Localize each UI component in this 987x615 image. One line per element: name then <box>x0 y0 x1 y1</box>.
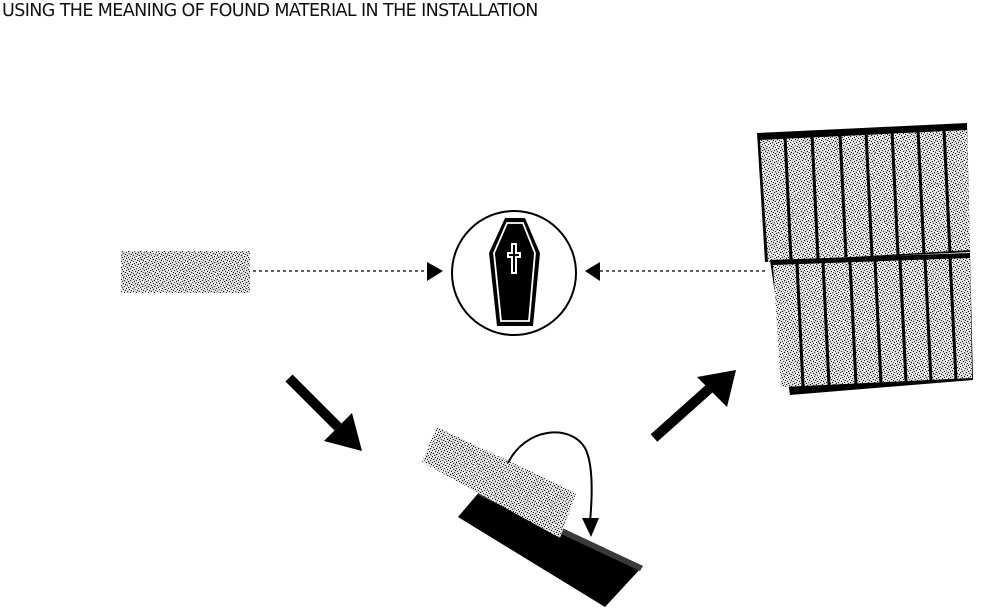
heavy-arrow-up-right <box>650 370 736 442</box>
page-title: USING THE MEANING OF FOUND MATERIAL IN T… <box>2 1 538 21</box>
found-material-strip <box>121 251 250 293</box>
meaning-circle <box>451 210 577 336</box>
dashed-arrow-left-to-center <box>253 262 443 281</box>
heavy-arrow-down-right <box>285 374 362 451</box>
dashed-arrow-right-to-center <box>585 262 768 281</box>
installation-wall <box>757 123 973 395</box>
folding-process <box>422 427 643 607</box>
coffin-cross-icon <box>489 218 540 326</box>
curved-fold-arrow <box>507 431 599 537</box>
